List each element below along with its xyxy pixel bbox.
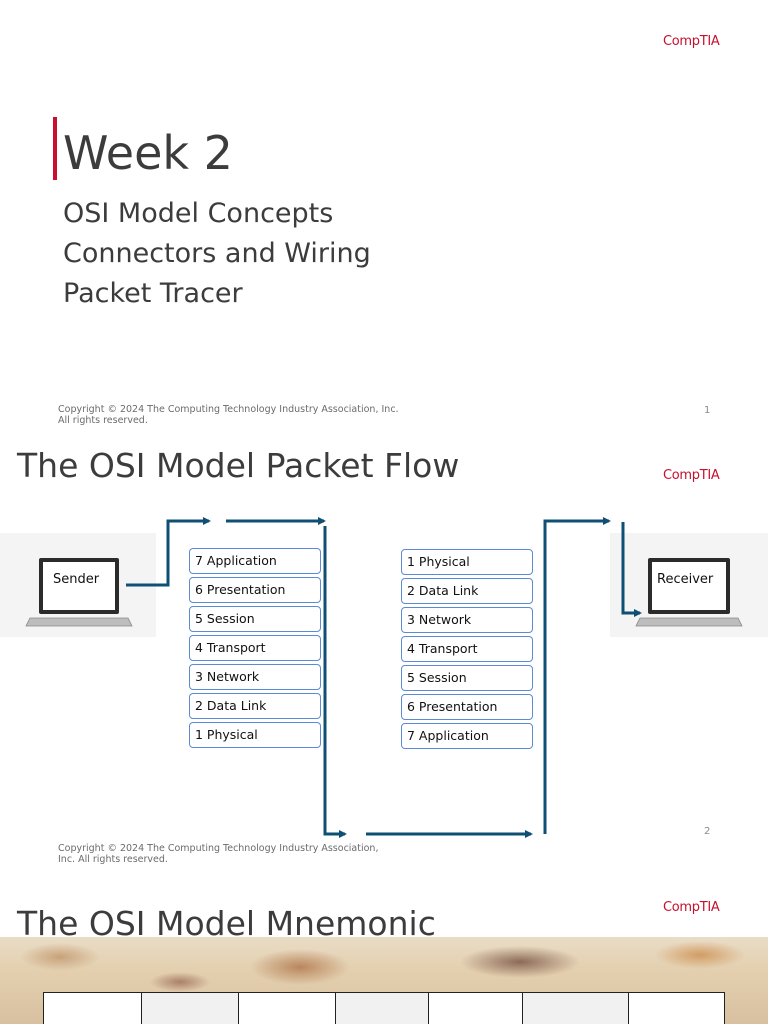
- mnemonic-cell: [523, 993, 629, 1024]
- mnemonic-cell: [336, 993, 429, 1024]
- receiver-layer: 6 Presentation: [401, 694, 533, 720]
- receiver-layer: 3 Network: [401, 607, 533, 633]
- title-accent-bar: [53, 117, 57, 180]
- flow-arrow: [323, 526, 347, 838]
- week-title: Week 2: [63, 126, 233, 180]
- receiver-layer: 7 Application: [401, 723, 533, 749]
- sender-layer: 5 Session: [189, 606, 321, 632]
- receiver-layer: 2 Data Link: [401, 578, 533, 604]
- receiver-layer: 1 Physical: [401, 549, 533, 575]
- slide-title: The OSI Model Packet Flow: [17, 446, 460, 485]
- flow-arrow: [543, 517, 611, 834]
- sender-laptop-icon: Sender: [0, 533, 156, 637]
- copyright-notice: Copyright © 2024 The Computing Technolog…: [58, 843, 378, 865]
- sender-layer: 6 Presentation: [189, 577, 321, 603]
- receiver-layer: 4 Transport: [401, 636, 533, 662]
- mnemonic-cell: [429, 993, 523, 1024]
- sender-layer: 3 Network: [189, 664, 321, 690]
- topic-item: OSI Model Concepts: [63, 198, 334, 229]
- slide-osi-packet-flow: The OSI Model Packet Flow CompTIA Sender…: [0, 436, 768, 876]
- comptia-logo: CompTIA: [663, 900, 720, 915]
- copyright-notice: Copyright © 2024 The Computing Technolog…: [58, 404, 399, 426]
- topic-item: Connectors and Wiring: [63, 238, 371, 269]
- packet-flow-diagram: Sender Receiver: [0, 517, 768, 838]
- receiver-layer: 5 Session: [401, 665, 533, 691]
- copyright-line: All rights reserved.: [58, 415, 148, 426]
- sender-layer: 1 Physical: [189, 722, 321, 748]
- slide-osi-mnemonic: The OSI Model Mnemonic CompTIA: [0, 876, 768, 1024]
- flow-arrow: [621, 522, 642, 617]
- topic-list: OSI Model Concepts Connectors and Wiring…: [63, 194, 371, 314]
- copyright-line: Copyright © 2024 The Computing Technolog…: [58, 843, 379, 854]
- page-number: 1: [704, 405, 711, 416]
- copyright-line: Inc. All rights reserved.: [58, 854, 168, 865]
- sender-layer: 7 Application: [189, 548, 321, 574]
- comptia-logo: CompTIA: [663, 468, 720, 483]
- mnemonic-cell: [142, 993, 239, 1024]
- sender-layer: 2 Data Link: [189, 693, 321, 719]
- comptia-logo: CompTIA: [663, 34, 720, 49]
- mnemonic-cell: [629, 993, 724, 1024]
- page-number: 2: [704, 826, 711, 837]
- mnemonic-table: [43, 992, 725, 1024]
- copyright-line: Copyright © 2024 The Computing Technolog…: [58, 404, 399, 415]
- mnemonic-cell: [44, 993, 142, 1024]
- receiver-laptop-icon: Receiver: [610, 533, 768, 637]
- slide-title: The OSI Model Mnemonic: [17, 904, 436, 943]
- topic-item: Packet Tracer: [63, 278, 243, 309]
- receiver-label: Receiver: [657, 572, 714, 587]
- sender-label: Sender: [53, 572, 100, 587]
- mnemonic-cell: [239, 993, 336, 1024]
- sender-layer: 4 Transport: [189, 635, 321, 661]
- flow-arrow: [126, 517, 211, 587]
- slide-week-2: CompTIA Week 2 OSI Model Concepts Connec…: [0, 0, 768, 436]
